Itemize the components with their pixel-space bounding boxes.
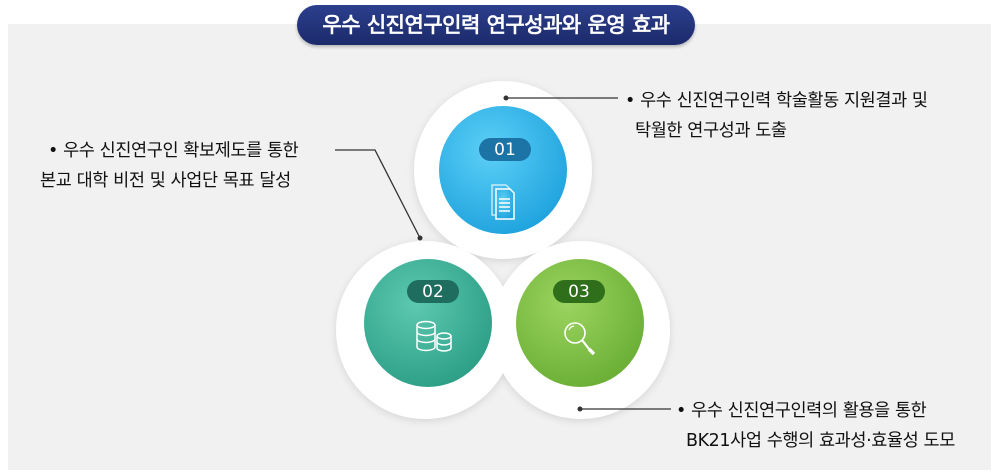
step-03-number: 03 [568, 282, 590, 302]
caption-01-line-2: 탁월한 연구성과 도출 [635, 121, 787, 141]
step-02-badge [407, 280, 459, 303]
caption-01: • 우수 신진연구인력 학술활동 지원결과 및 탁월한 연구성과 도출 [625, 86, 928, 146]
database-icon [416, 320, 452, 352]
step-02-circle [364, 259, 492, 387]
step-01-number: 01 [494, 140, 516, 160]
page-title: 우수 신진연구인력 연구성과와 운영 효과 [297, 5, 695, 45]
connectors [335, 95, 671, 412]
step-03: 03 [516, 259, 644, 387]
step-01-badge [479, 138, 531, 161]
caption-02: • 우수 신진연구인 확보제도를 통한 본교 대학 비전 및 사업단 목표 달성 [40, 136, 299, 196]
caption-01-line-1: • 우수 신진연구인력 학술활동 지원결과 및 [625, 91, 928, 111]
step-02-number: 02 [422, 282, 444, 302]
step-02: 02 [364, 259, 492, 387]
step-01-circle [439, 106, 567, 234]
caption-03-line-1: • 우수 신진연구인력의 활용을 통한 [676, 401, 927, 421]
caption-03: • 우수 신진연구인력의 활용을 통한 BK21사업 수행의 효과성·효율성 도… [676, 396, 955, 456]
document-icon [491, 184, 515, 220]
step-01: 01 [439, 106, 567, 234]
step-03-circle [516, 259, 644, 387]
search-icon [564, 322, 596, 356]
connector-02 [335, 149, 421, 239]
caption-02-line-1: • 우수 신진연구인 확보제도를 통한 [48, 141, 299, 161]
caption-02-line-2: 본교 대학 비전 및 사업단 목표 달성 [40, 171, 291, 191]
caption-03-line-2: BK21사업 수행의 효과성·효율성 도모 [686, 431, 955, 451]
step-03-badge [553, 280, 605, 303]
